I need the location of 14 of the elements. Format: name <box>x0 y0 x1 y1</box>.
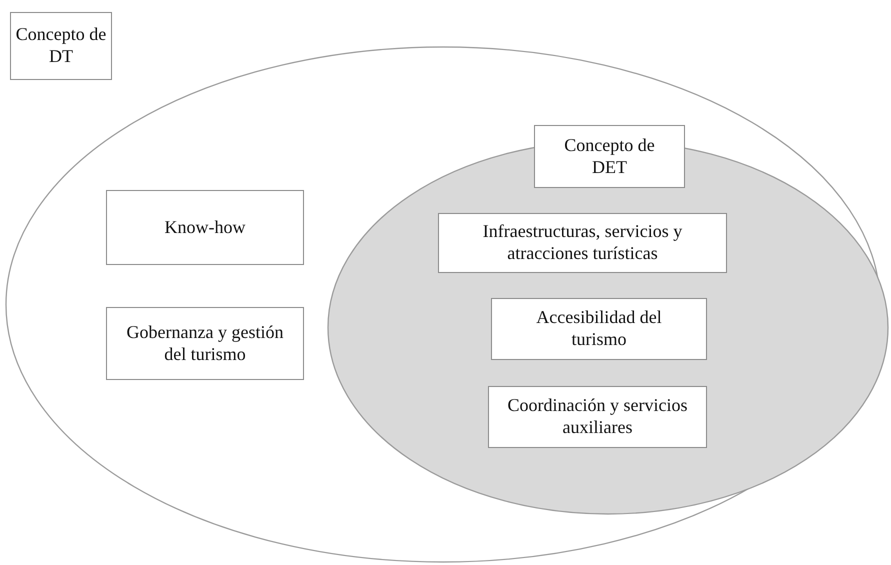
box-label: Gobernanza y gestión del turismo <box>126 322 284 366</box>
text-box <box>106 190 304 265</box>
box-label: Infraestructuras, servicios y atracciones turísticas <box>482 221 684 265</box>
text-box <box>106 307 304 380</box>
box-label: Concepto de DT <box>14 24 108 68</box>
box-label: Concepto de DET <box>563 134 656 178</box>
text-box <box>488 386 707 448</box>
text-box <box>10 12 112 80</box>
text-box <box>534 125 685 188</box>
text-box <box>491 298 707 360</box>
box-label: Know-how <box>164 216 246 238</box>
text-box <box>438 213 727 273</box>
box-label: Accesibilidad del turismo <box>535 307 663 351</box>
box-label: Coordinación y servicios auxiliares <box>506 395 688 439</box>
